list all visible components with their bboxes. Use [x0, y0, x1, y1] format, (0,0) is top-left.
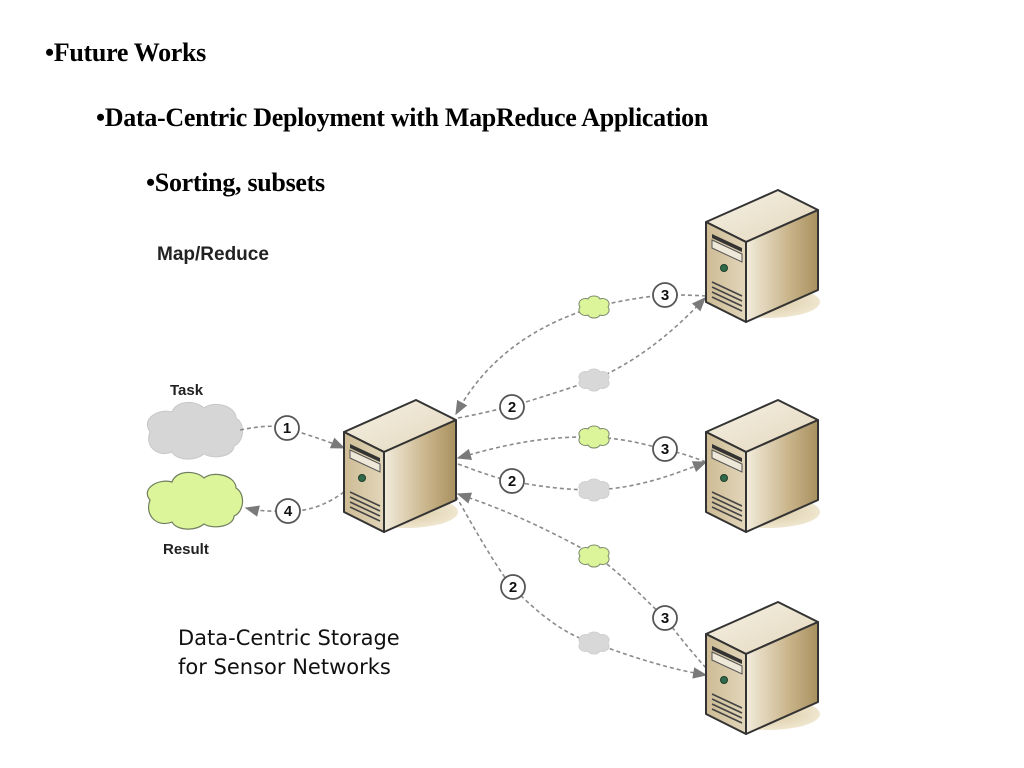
step-3-top-badge: 3 — [652, 282, 678, 308]
task-cloud-icon — [147, 402, 243, 460]
worker-server-top-icon — [705, 189, 821, 323]
bullet-data-centric-deployment: •Data-Centric Deployment with MapReduce … — [96, 103, 708, 132]
worker-server-middle-icon — [705, 399, 821, 533]
step-3-bottom-label: 3 — [661, 610, 669, 627]
step-4-label: 4 — [284, 503, 293, 520]
task-cloud-small-icon — [578, 631, 610, 655]
step-2-bottom-badge: 2 — [500, 574, 526, 600]
step-2-bottom-label: 2 — [509, 579, 517, 596]
result-cloud-small-icon — [578, 295, 610, 319]
task-cloud-small-icon — [578, 368, 610, 392]
step-3-mid-badge: 3 — [652, 436, 678, 462]
arrow-master-to-bottom-worker — [455, 495, 708, 679]
result-cloud-icon — [146, 471, 244, 530]
caption-line-2: for Sensor Networks — [178, 655, 391, 679]
step-3-mid-label: 3 — [661, 441, 669, 458]
step-4-badge: 4 — [275, 498, 301, 524]
arrow-master-to-mid-worker — [457, 461, 708, 491]
step-2-top-badge: 2 — [499, 394, 525, 420]
step-3-bottom-badge: 3 — [652, 605, 678, 631]
step-2-mid-label: 2 — [508, 473, 516, 490]
result-cloud-small-icon — [578, 425, 610, 449]
step-1-label: 1 — [283, 420, 291, 437]
master-server-icon — [343, 399, 459, 533]
result-label: Result — [163, 541, 209, 558]
result-cloud-small-icon — [578, 544, 610, 568]
task-label: Task — [170, 382, 204, 399]
step-1-badge: 1 — [274, 415, 300, 441]
diagram-title: Map/Reduce — [157, 244, 269, 265]
arrow-bottom-worker-to-master — [456, 492, 707, 669]
step-3-top-label: 3 — [661, 287, 669, 304]
arrow-master-to-top-worker — [457, 296, 706, 419]
step-2-mid-badge: 2 — [499, 468, 525, 494]
task-cloud-small-icon — [578, 478, 610, 502]
step-2-top-label: 2 — [508, 399, 516, 416]
worker-server-bottom-icon — [705, 601, 821, 735]
bullet-future-works: •Future Works — [45, 38, 206, 67]
caption-line-1: Data-Centric Storage — [178, 626, 400, 650]
arrow-task-to-master — [239, 425, 346, 449]
bullet-sorting-subsets: •Sorting, subsets — [146, 168, 325, 197]
